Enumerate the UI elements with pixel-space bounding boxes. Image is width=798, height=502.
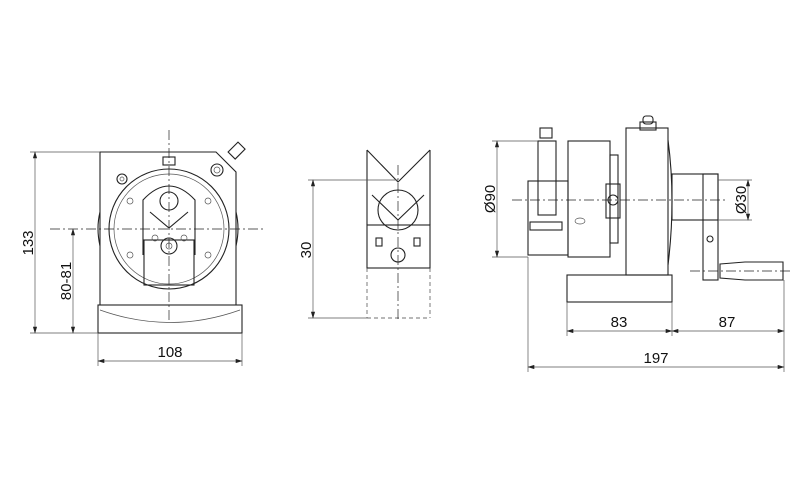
dim-83: 83 <box>611 314 628 331</box>
dim-133: 133 <box>20 230 37 255</box>
dim-87: 87 <box>719 314 736 331</box>
dim-diameter-30: Ø30 <box>733 186 750 214</box>
dim-30: 30 <box>298 242 315 259</box>
dim-80-81: 80-81 <box>58 262 75 300</box>
side-view: Ø90 Ø30 83 87 197 <box>482 115 790 372</box>
vblock-view: 30 <box>298 149 431 322</box>
dim-diameter-90: Ø90 <box>482 185 499 213</box>
dim-197: 197 <box>643 350 668 367</box>
front-view: 133 80-81 108 <box>20 130 265 366</box>
dim-108: 108 <box>157 344 182 361</box>
